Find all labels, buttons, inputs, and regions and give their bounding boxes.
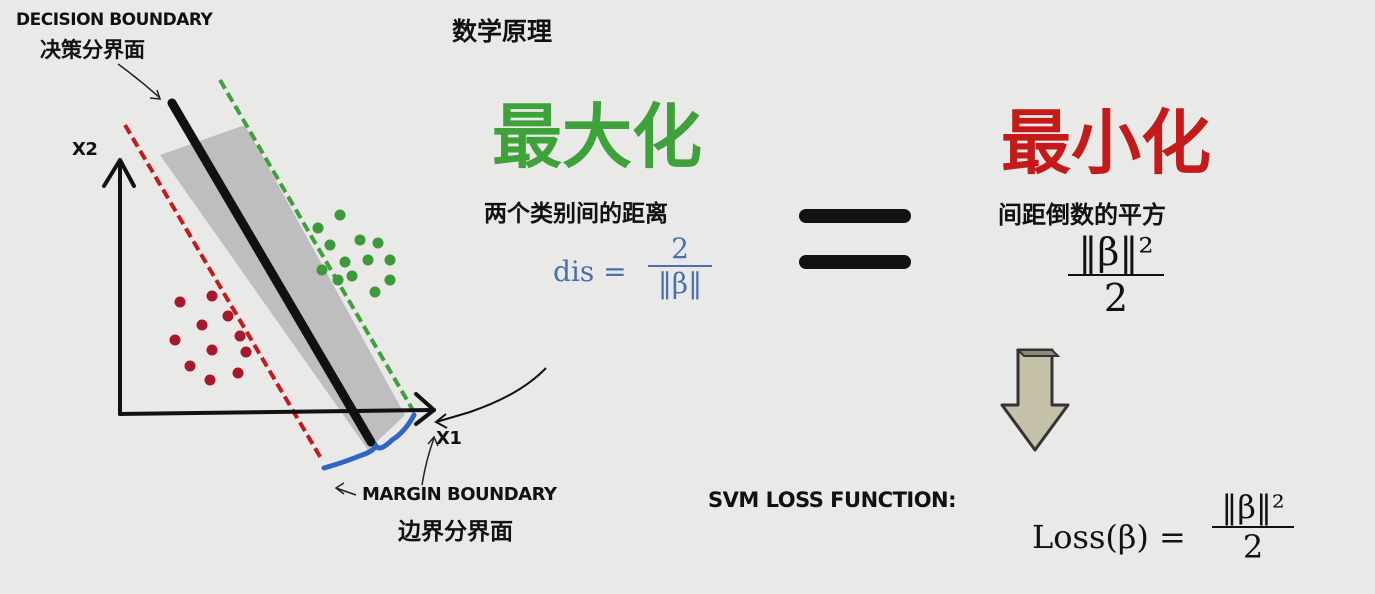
red-class-point: [174, 296, 186, 308]
green-class-point: [384, 254, 396, 266]
axis-x1-label: X1: [436, 428, 462, 449]
maximize-description: 两个类别间的距离: [484, 201, 668, 227]
page-title: 数学原理: [452, 17, 553, 46]
loss-denominator: 2: [1242, 528, 1264, 566]
red-margin-line: [123, 123, 324, 462]
red-class-point: [234, 330, 246, 342]
decision-boundary-label-cn: 决策分界面: [40, 38, 145, 62]
min-formula-fraction: ‖β‖² 2: [1068, 230, 1164, 320]
equals-sign: [799, 209, 911, 269]
green-class-point: [334, 209, 346, 221]
red-class-point: [169, 334, 181, 346]
dis-numerator: 2: [671, 232, 689, 265]
x1-pointer: [434, 367, 547, 429]
green-class-points: [312, 209, 396, 298]
green-class-point: [372, 237, 384, 249]
down-arrow-icon: [1000, 348, 1070, 452]
red-class-point: [184, 360, 196, 372]
margin-boundary-label-en: MARGIN BOUNDARY: [362, 484, 557, 505]
green-class-point: [384, 274, 396, 286]
decision-boundary-pointer: [117, 63, 162, 100]
red-class-point: [222, 310, 234, 322]
loss-formula-fraction: ‖β‖² 2: [1212, 488, 1294, 566]
green-margin-line: [218, 78, 416, 414]
loss-formula-lhs: Loss(β) =: [1032, 518, 1186, 556]
red-class-point: [206, 290, 218, 302]
margin-boundary-pointer: [334, 435, 439, 496]
green-class-point: [312, 222, 324, 234]
green-class-point: [316, 264, 328, 276]
green-class-point: [362, 254, 374, 266]
green-class-point: [332, 274, 344, 286]
dis-formula-lhs: dis =: [553, 255, 627, 288]
svm-loss-label: SVM LOSS FUNCTION:: [708, 488, 957, 512]
min-denominator: 2: [1103, 276, 1129, 320]
axes: [102, 158, 436, 426]
green-class-point: [339, 256, 351, 268]
loss-numerator: ‖β‖²: [1221, 488, 1285, 526]
green-class-point: [324, 239, 336, 251]
green-class-point: [354, 234, 366, 246]
red-class-point: [240, 346, 252, 358]
axis-x2-label: X2: [72, 139, 98, 160]
red-class-point: [206, 344, 218, 356]
minimize-description: 间距倒数的平方: [998, 201, 1166, 229]
minimize-heading: 最小化: [1001, 102, 1211, 184]
red-class-points: [169, 290, 252, 386]
dis-formula-fraction: 2 ‖β‖: [648, 232, 712, 300]
min-numerator: ‖β‖²: [1078, 230, 1154, 274]
margin-boundary-label-cn: 边界分界面: [398, 519, 513, 545]
green-class-point: [369, 286, 381, 298]
decision-boundary-label-en: DECISION BOUNDARY: [16, 10, 213, 30]
maximize-heading: 最大化: [492, 96, 702, 178]
green-class-point: [346, 270, 358, 282]
margin-brace: [321, 412, 417, 471]
red-class-point: [232, 367, 244, 379]
dis-denominator: ‖β‖: [657, 266, 703, 300]
red-class-point: [196, 319, 208, 331]
decision-boundary-line: [167, 98, 376, 447]
red-class-point: [204, 374, 216, 386]
